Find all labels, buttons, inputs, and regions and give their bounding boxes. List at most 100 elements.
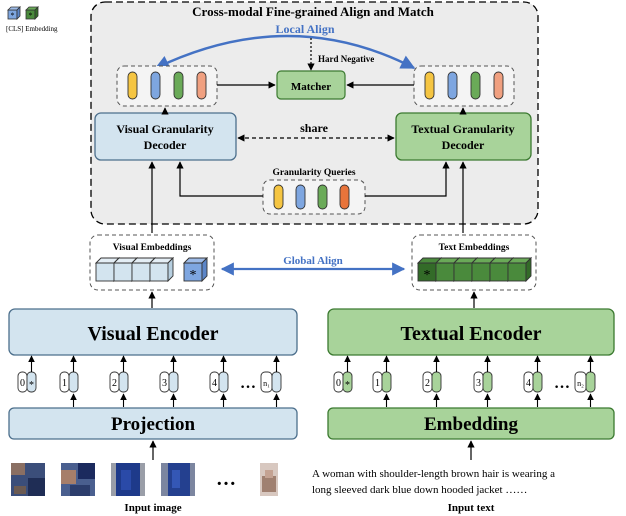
text-embeddings-label: Text Embeddings xyxy=(439,243,510,253)
granularity-queries xyxy=(273,184,350,210)
input-text-line1: A woman with shoulder-length brown hair … xyxy=(312,468,555,480)
visual-token-2: 2 xyxy=(109,355,129,393)
legend: * * [CLS] Embedding xyxy=(6,6,58,33)
image-patch-ellipsis: … xyxy=(216,468,236,490)
textual-decoder-line1: Textual Granularity xyxy=(411,122,514,136)
textual-granularity-decoder xyxy=(395,112,532,161)
visual-local-token xyxy=(150,71,161,100)
embedding-label: Embedding xyxy=(424,414,518,435)
text-local-tokens xyxy=(424,71,504,100)
svg-text:*: * xyxy=(29,380,34,391)
query-token xyxy=(295,184,306,210)
visual-token-3: 3 xyxy=(159,355,179,393)
text-embedding-cubes: * xyxy=(416,256,533,283)
svg-text:3: 3 xyxy=(162,378,167,389)
granularity-queries-label: Granularity Queries xyxy=(272,168,355,178)
visual-decoder-line2: Decoder xyxy=(144,138,187,152)
embedding-box xyxy=(327,407,615,440)
input-text-line2: long sleeved dark blue down hooded jacke… xyxy=(312,484,527,496)
visual-local-tokens-group xyxy=(116,65,218,107)
projection-to-token-arrows xyxy=(70,393,280,407)
visual-cls-mark: * xyxy=(190,268,197,283)
visual-local-token xyxy=(127,71,138,100)
text-local-token xyxy=(470,71,481,100)
query-token xyxy=(273,184,284,210)
image-patch xyxy=(161,463,195,496)
projection-box xyxy=(8,407,298,440)
visual-encoder xyxy=(8,308,298,356)
embedding-to-token-arrows xyxy=(383,393,594,407)
legend-cls-label: [CLS] Embedding xyxy=(6,25,58,33)
query-token xyxy=(317,184,328,210)
legend-visual-cls-cube: * xyxy=(7,6,21,20)
share-label: share xyxy=(300,121,328,135)
visual-decoder-line1: Visual Granularity xyxy=(116,122,213,136)
input-text-caption: Input text xyxy=(448,502,495,514)
visual-embedding-cls-cube: * xyxy=(182,256,209,283)
visual-local-tokens xyxy=(127,71,207,100)
image-patch xyxy=(11,463,45,496)
svg-text:2: 2 xyxy=(425,378,430,389)
global-align-label: Global Align xyxy=(283,255,343,267)
visual-input-tokens: 0 * 1 2 3 4 … xyxy=(17,355,282,393)
text-cls-mark: * xyxy=(424,268,431,283)
granularity-queries-group xyxy=(262,179,366,215)
text-token-0: 0 * xyxy=(333,371,353,393)
visual-embedding-cube xyxy=(148,256,175,283)
textual-encoder-label: Textual Encoder xyxy=(401,323,542,345)
svg-text:*: * xyxy=(11,11,15,20)
svg-text:n₂: n₂ xyxy=(577,379,584,388)
visual-token-n1: n₁ xyxy=(260,355,282,393)
svg-text:1: 1 xyxy=(375,378,380,389)
text-token-1: 1 xyxy=(372,355,392,393)
arrow-queries-to-visual-decoder xyxy=(176,161,263,197)
projection-label: Projection xyxy=(111,414,195,435)
text-local-token xyxy=(447,71,458,100)
svg-text:*: * xyxy=(345,380,350,391)
visual-encoder-label: Visual Encoder xyxy=(88,323,219,345)
hard-negative-label: Hard Negative xyxy=(318,54,374,64)
visual-token-4: 4 xyxy=(209,355,229,393)
text-local-token xyxy=(424,71,435,100)
textual-decoder-line2: Decoder xyxy=(442,138,485,152)
svg-text:*: * xyxy=(29,11,33,20)
module-title: Cross-modal Fine-grained Align and Match xyxy=(192,4,434,19)
text-token-ellipsis: … xyxy=(554,375,570,392)
svg-text:0: 0 xyxy=(20,378,25,389)
visual-token-ellipsis: … xyxy=(240,375,256,392)
text-input-tokens: 0 * 1 2 3 4 … xyxy=(333,355,596,393)
svg-text:1: 1 xyxy=(62,378,67,389)
image-patch xyxy=(260,463,278,496)
text-token-4: 4 xyxy=(523,355,543,393)
visual-token-1: 1 xyxy=(59,355,79,393)
textual-encoder xyxy=(327,308,615,356)
text-local-token xyxy=(493,71,504,100)
input-image-patches: … xyxy=(11,463,278,496)
local-align-arrow xyxy=(154,34,416,70)
visual-granularity-decoder xyxy=(94,112,237,161)
visual-local-token xyxy=(173,71,184,100)
svg-text:2: 2 xyxy=(112,378,117,389)
input-image-caption: Input image xyxy=(124,502,181,514)
text-embedding-cube xyxy=(506,256,533,283)
text-token-n2: n₂ xyxy=(574,355,596,393)
text-token-3: 3 xyxy=(473,355,493,393)
visual-embeddings-label: Visual Embeddings xyxy=(113,243,192,253)
svg-text:n₁: n₁ xyxy=(263,379,270,388)
image-patch xyxy=(61,463,95,496)
svg-text:4: 4 xyxy=(526,378,531,389)
svg-text:0: 0 xyxy=(336,378,341,389)
legend-text-cls-cube: * xyxy=(25,6,39,20)
visual-embedding-cubes: * xyxy=(94,256,209,283)
visual-local-token xyxy=(196,71,207,100)
image-patch xyxy=(111,463,145,496)
text-token-2: 2 xyxy=(422,355,442,393)
query-token xyxy=(339,184,350,210)
text-local-tokens-group xyxy=(413,65,515,107)
svg-text:3: 3 xyxy=(476,378,481,389)
svg-text:4: 4 xyxy=(212,378,217,389)
arrow-queries-to-text-decoder xyxy=(365,161,450,197)
local-align-label: Local Align xyxy=(275,22,334,36)
matcher-label: Matcher xyxy=(291,81,331,93)
